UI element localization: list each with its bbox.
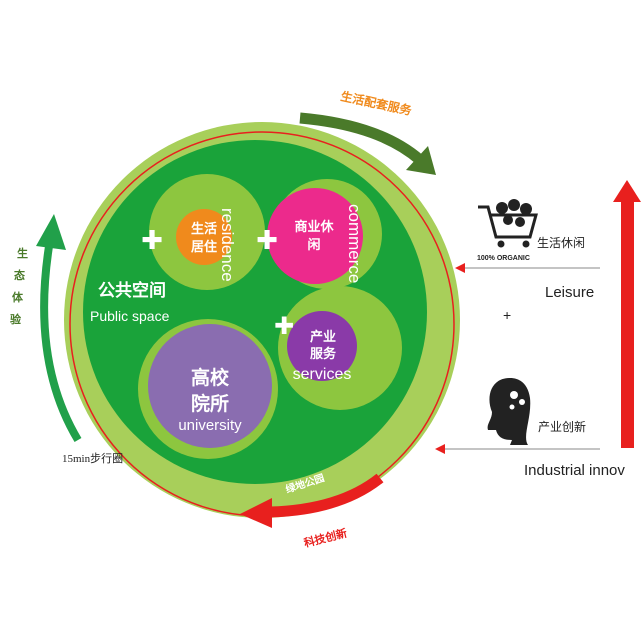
vertical-arrow-shaft — [621, 200, 634, 448]
top-arrow-head — [406, 146, 436, 175]
left-arrow-label-3: 体 — [12, 290, 24, 304]
vertical-arrow-head — [613, 180, 641, 202]
public-space-cn: 公共空间 — [98, 280, 166, 301]
services-core — [287, 311, 357, 381]
left-arrow-label-4: 验 — [10, 312, 22, 326]
commerce-cn-line1: 商业休 — [294, 219, 334, 235]
services-plus-icon: ✚ — [274, 312, 294, 340]
leisure-en: Leisure — [545, 284, 594, 301]
residence-plus-icon: ✚ — [141, 226, 163, 256]
bottom-arrow-head — [240, 498, 272, 528]
left-arrow-head — [36, 214, 66, 250]
residence-cn-line1: 生活 — [191, 221, 217, 237]
residence-en-label: residence — [218, 208, 237, 282]
shopping-cart-icon — [478, 199, 538, 248]
services-cn-line2: 服务 — [310, 346, 337, 362]
human-head-icon — [487, 378, 531, 445]
university-core — [148, 324, 272, 448]
commerce-cn-line2: 闲 — [307, 238, 320, 253]
university-en-label: university — [178, 417, 242, 434]
university-cn-line2: 院所 — [191, 392, 229, 415]
bottom-arrow-label: 科技创新 — [302, 526, 348, 550]
commerce-plus-icon: ✚ — [256, 226, 278, 256]
commerce-en-label: commerce — [345, 204, 364, 283]
services-en-label: services — [293, 366, 352, 383]
industrial-en: Industrial innov — [524, 462, 625, 479]
leisure-cn: 生活休闲 — [537, 236, 585, 250]
bottom-arrow-shaft — [269, 473, 384, 518]
top-arrow-shaft — [299, 112, 424, 165]
university-cn-line1: 高校 — [191, 366, 230, 389]
industrial-cn: 产业创新 — [538, 419, 586, 434]
organic-label: 100% ORGANIC — [477, 255, 530, 262]
residence-core — [176, 209, 232, 265]
public-space-en: Public space — [90, 308, 170, 324]
residence-cn-line2: 居住 — [191, 239, 217, 255]
left-arrow-label-2: 态 — [14, 268, 25, 282]
left-arrow-label-1: 生 — [17, 246, 28, 260]
commerce-core — [267, 188, 363, 284]
services-cn-line1: 产业 — [310, 329, 336, 345]
top-arrow-label: 生活配套服务 — [339, 88, 414, 118]
walk-circle-label: 15min步行圈 — [62, 452, 123, 465]
plus-sign: + — [503, 307, 511, 323]
left-arrow-shaft — [40, 239, 82, 443]
